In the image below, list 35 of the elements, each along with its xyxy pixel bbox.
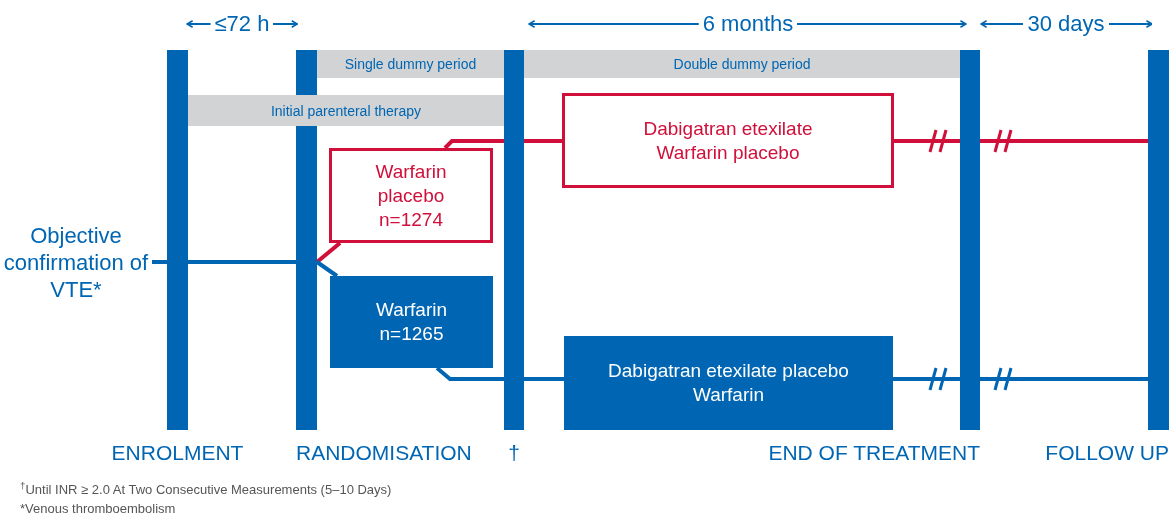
milestone-label: RANDOMISATION <box>296 440 472 466</box>
milestone-label: END OF TREATMENT <box>768 440 980 466</box>
treatment-box <box>564 336 893 430</box>
connector-line <box>435 366 504 381</box>
footnote: *Venous thromboembolism <box>20 500 177 517</box>
connector-line <box>524 377 564 381</box>
milestone-label: FOLLOW UP <box>1045 440 1169 466</box>
duration-label: 30 days <box>1027 10 1105 38</box>
connector-line <box>893 377 960 381</box>
connector-line <box>152 260 167 264</box>
treatment-box <box>329 148 493 243</box>
treatment-label: Dabigatran etexilate placebo Warfarin <box>607 359 850 407</box>
duration-label: 6 months <box>702 10 794 38</box>
footnote: $^{†}$Until INR ≥ 2.0 At Two Consecutive Measurements (5–10 Days) <box>20 480 392 499</box>
treatment-label: Dabigatran etexilate Warfarin placebo <box>642 116 814 165</box>
treatment-label: Warfarin n=1265 <box>374 298 449 346</box>
connector-line <box>524 139 562 143</box>
treatment-box <box>330 276 493 368</box>
milestone-label: ENROLMENT <box>111 440 244 466</box>
treatment-box <box>562 93 894 188</box>
treatment-label: Warfarin placebo n=1274 <box>374 159 448 232</box>
connector-line <box>980 377 1148 381</box>
connector-line <box>894 139 960 143</box>
period-label: Double dummy period <box>673 55 811 73</box>
connector-line <box>443 139 504 150</box>
criterion-text: Objective confirmation of VTE* <box>2 221 150 303</box>
period-band <box>524 50 960 78</box>
period-label: Single dummy period <box>344 55 477 73</box>
duration-label: ≤72 h <box>214 10 270 38</box>
footnote-mark: † <box>508 440 520 466</box>
connector-line <box>980 139 1148 143</box>
period-band <box>317 50 504 78</box>
period-band <box>188 95 504 126</box>
period-label: Initial parenteral therapy <box>270 101 422 120</box>
connector-line <box>188 260 296 264</box>
